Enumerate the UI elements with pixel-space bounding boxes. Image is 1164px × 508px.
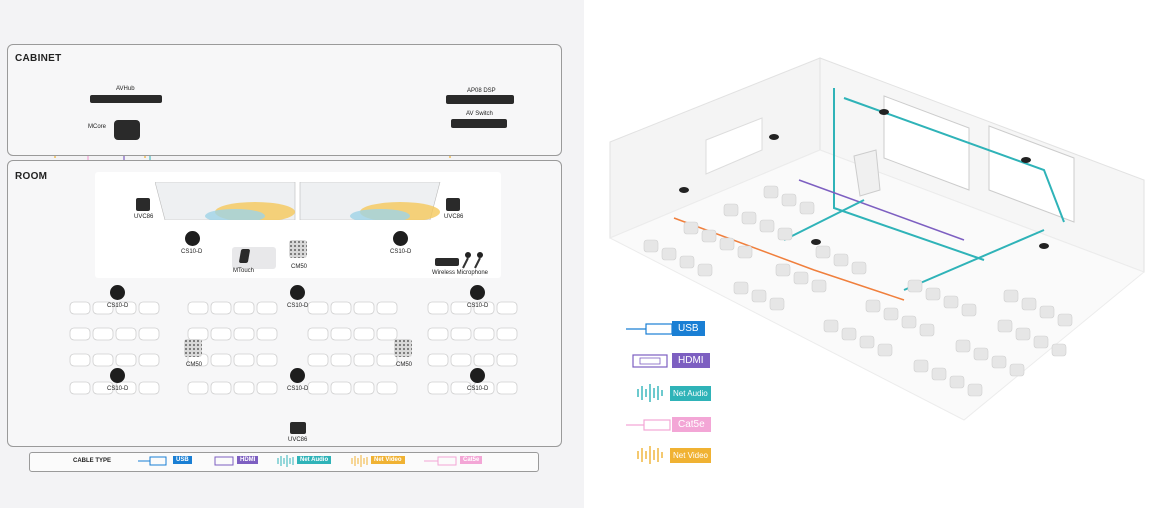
avswitch-device: [451, 119, 507, 128]
mcore-label: MCore: [88, 124, 107, 130]
hdmi-icon-large: [632, 354, 668, 368]
net-audio-tag-large: Net Audio: [670, 386, 711, 401]
uvc86-bottom-device: [290, 422, 306, 434]
net-video-tag-small: Net Video: [371, 456, 405, 464]
net-video-tag-large: Net Video: [670, 448, 711, 463]
cat5e-tag-large: Cat5e: [672, 417, 711, 432]
wireless-label: Wireless Microphone: [432, 270, 489, 276]
avhub-device: [90, 95, 162, 103]
uvc86-bottom-label: UVC86: [288, 437, 308, 443]
uvc86-left-device: [136, 198, 150, 211]
cs10d-speaker-1: [185, 231, 200, 246]
cm50-mic-1: [289, 240, 307, 258]
cs10d-speaker-6: [110, 368, 125, 383]
cs10d-label-1: CS10-D: [181, 249, 203, 255]
cat5e-icon-large: [626, 419, 671, 431]
cs10d-speaker-5: [470, 285, 485, 300]
net-video-icon-large: [637, 446, 663, 464]
ap08-label: AP08 DSP: [467, 88, 496, 94]
cm50-label-1: CM50: [291, 264, 308, 270]
hdmi-icon: [214, 456, 234, 466]
net-audio-tag-small: Net Audio: [297, 456, 332, 464]
cs10d-label-7: CS10-D: [287, 386, 309, 392]
net-audio-icon: [277, 455, 294, 467]
cm50-label-2: CM50: [186, 362, 203, 368]
mtouch-label: MTouch: [233, 268, 255, 274]
usb-icon-large: [626, 323, 673, 335]
cs10d-label-8: CS10-D: [467, 386, 489, 392]
wireless-microphone-icon: [462, 252, 483, 269]
hdmi-tag-large: HDMI: [672, 353, 710, 368]
display-screens: [155, 182, 441, 220]
cable-type-title: CABLE TYPE: [73, 458, 112, 464]
uvc86-right-device: [446, 198, 460, 211]
cs10d-speaker-7: [290, 368, 305, 383]
cs10d-label-2: CS10-D: [390, 249, 412, 255]
usb-icon: [138, 456, 167, 466]
cs10d-label-5: CS10-D: [467, 303, 489, 309]
room-illustration-panel: USB HDMI Net Audio Cat5e Net Video: [584, 0, 1164, 508]
schematic-panel: CABINET ROOM AVHub MCore AP08 DSP AV Swi…: [0, 0, 584, 508]
cs10d-speaker-8: [470, 368, 485, 383]
cs10d-speaker-3: [110, 285, 125, 300]
uvc86-right-label: UVC86: [444, 214, 464, 220]
room-title: ROOM: [15, 171, 48, 182]
room-3d-illustration: [608, 57, 1145, 421]
uvc86-left-label: UVC86: [134, 214, 154, 220]
cs10d-label-6: CS10-D: [107, 386, 129, 392]
cm50-mic-3: [394, 339, 412, 357]
hdmi-tag-small: HDMI: [237, 456, 259, 464]
wireless-receiver: [435, 258, 459, 266]
cs10d-speaker-2: [393, 231, 408, 246]
cs10d-label-3: CS10-D: [107, 303, 129, 309]
net-video-icon: [351, 455, 368, 467]
ap08-device: [446, 95, 514, 104]
seat-rows: [69, 301, 518, 395]
cm50-mic-2: [184, 339, 202, 357]
cs10d-label-4: CS10-D: [287, 303, 309, 309]
cm50-label-3: CM50: [396, 362, 413, 368]
cat5e-icon: [424, 456, 457, 466]
usb-tag-large: USB: [672, 321, 705, 336]
mcore-device: [114, 120, 140, 140]
cabinet-title: CABINET: [15, 53, 62, 64]
usb-tag-small: USB: [173, 456, 192, 464]
avhub-label: AVHub: [116, 86, 135, 92]
cat5e-tag-small: Cat5e: [460, 456, 483, 464]
avswitch-label: AV Switch: [466, 111, 493, 117]
cs10d-speaker-4: [290, 285, 305, 300]
net-audio-icon-large: [637, 384, 663, 402]
